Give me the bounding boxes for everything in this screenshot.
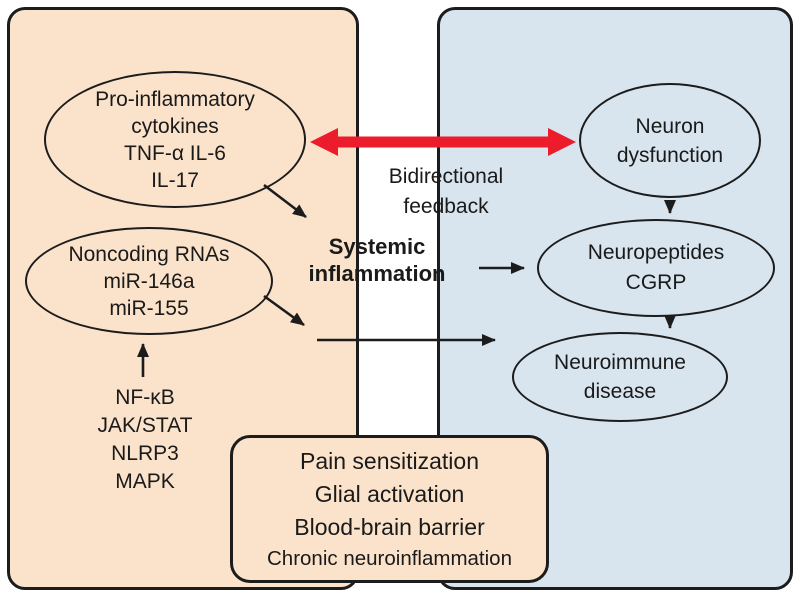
text-line: NLRP3 (111, 442, 179, 465)
text-line: Bidirectional (388, 165, 504, 188)
text-line: inflammation (308, 261, 446, 286)
text-line: Neuroimmune (554, 351, 686, 374)
text-line: Noncoding RNAs (68, 242, 230, 266)
text-line: Glial activation (314, 480, 465, 507)
text-line: Blood-brain barrier (294, 513, 485, 540)
text-line: MAPK (115, 470, 175, 493)
text-line: JAK/STAT (97, 414, 193, 437)
text-line: Systemic (328, 234, 426, 259)
text-line: Pro-inflammatory (95, 87, 255, 111)
noncoding-rna-ellipse-text: Noncoding RNAs miR-146a miR-155 (68, 241, 229, 322)
systemic-inflammation-label: Systemic inflammation (277, 233, 477, 287)
bidirectional-feedback-label: Bidirectional feedback (346, 162, 546, 222)
neuroimmune-disease-ellipse: Neuroimmune disease (512, 332, 728, 422)
neuropeptides-ellipse: Neuropeptides CGRP (537, 219, 775, 317)
text-line: TNF-α IL-6 (124, 141, 226, 165)
cytokines-ellipse: Pro-inflammatory cytokines TNF-α IL-6 IL… (44, 71, 306, 208)
neuron-dysfunction-ellipse: Neuron dysfunction (579, 83, 761, 198)
text-line: miR-146a (103, 269, 195, 293)
text-line: miR-155 (109, 296, 189, 320)
neuron-dysfunction-ellipse-text: Neuron dysfunction (617, 112, 723, 170)
cytokines-ellipse-text: Pro-inflammatory cytokines TNF-α IL-6 IL… (95, 86, 255, 194)
neuro-consequences-box: Pain sensitization Glial activation Bloo… (230, 435, 549, 583)
text-line: Neuropeptides (587, 241, 725, 264)
neuroimmune-disease-ellipse-text: Neuroimmune disease (554, 348, 686, 406)
signaling-pathways-list: NF-κB JAK/STAT NLRP3 MAPK (65, 384, 225, 496)
text-line: feedback (403, 195, 489, 218)
text-line: disease (583, 380, 657, 403)
text-line: Pain sensitization (300, 447, 479, 474)
text-line: cytokines (131, 114, 219, 138)
text-line: dysfunction (616, 143, 724, 167)
noncoding-rna-ellipse: Noncoding RNAs miR-146a miR-155 (25, 227, 273, 335)
text-line: NF-κB (115, 386, 175, 409)
text-line: Chronic neuroinflammation (267, 546, 512, 570)
text-line: IL-17 (151, 168, 199, 192)
neuropeptides-ellipse-text: Neuropeptides CGRP (588, 238, 725, 298)
text-line: CGRP (625, 271, 687, 294)
text-line: Neuron (635, 114, 705, 138)
